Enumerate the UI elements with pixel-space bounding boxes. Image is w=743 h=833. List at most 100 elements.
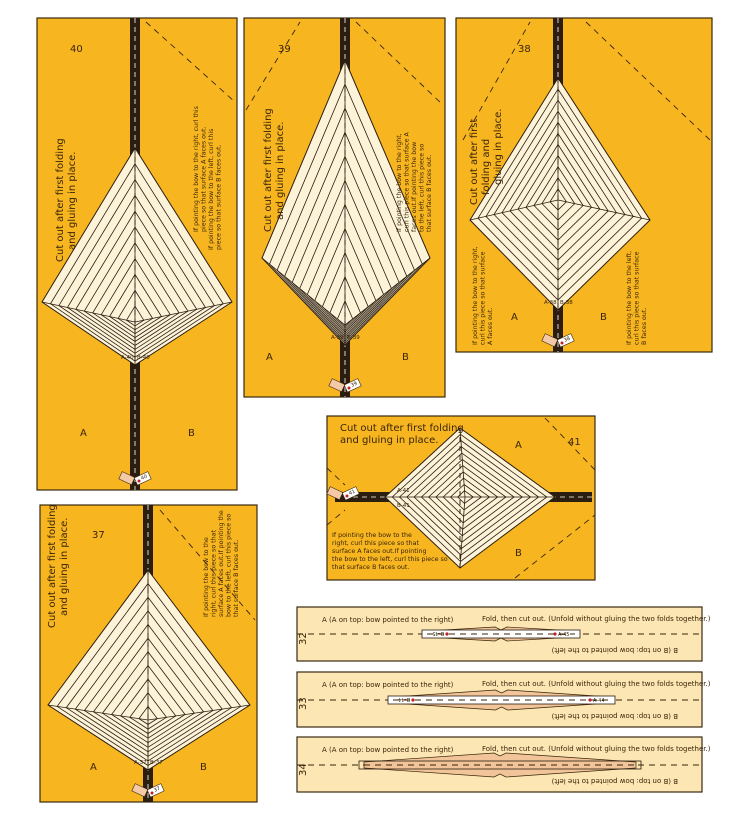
svg-text:right, curl this piece so that: right, curl this piece so that: [332, 540, 419, 547]
svg-text:the bow to the left, curl this: the bow to the left, curl this piece so: [332, 556, 448, 563]
tag-b: B-40: [137, 355, 150, 361]
glue-dot: [588, 698, 592, 702]
radial-line: [47, 704, 149, 721]
strip-fold-note: Fold, then cut out. (Unfold without glui…: [482, 680, 711, 688]
strip-32: A (A on top: bow pointed to the right) F…: [296, 606, 711, 662]
tab-label: 38: [563, 336, 571, 344]
strip-number: 32: [298, 632, 309, 645]
strip-34: A (A on top: bow pointed to the right) F…: [296, 736, 711, 793]
curl-instructions-b: If pointing the bow to the left, curl th…: [626, 251, 648, 345]
glue-tab: 39: [328, 378, 362, 393]
cut-guide-line: [159, 509, 256, 621]
glue-dot: [445, 632, 449, 636]
strip-fold-note: Fold, then cut out. (Unfold without glui…: [482, 745, 711, 753]
svg-text:If pointing the bow to the rig: If pointing the bow to the right,: [472, 246, 479, 345]
svg-text:and gluing in place.: and gluing in place.: [275, 122, 286, 220]
svg-text:Cut out after first folding: Cut out after first folding: [55, 138, 66, 262]
glue-tab: 40: [118, 471, 152, 486]
svg-text:Cut out after first folding: Cut out after first folding: [263, 108, 274, 232]
cut-box: [421, 629, 581, 639]
strip-top-label: A (A on top: bow pointed to the right): [322, 746, 454, 754]
svg-text:that surface B faces out.: that surface B faces out.: [332, 564, 409, 571]
radial-line: [469, 199, 559, 221]
glue-tab: 41: [326, 486, 360, 501]
cut-note-line-2: and gluing in place.: [340, 435, 438, 446]
tag-b: B-41: [397, 503, 410, 509]
curl-instructions-a: If pointing the bow to the right, curl t…: [472, 246, 494, 345]
tag-b: B-37: [150, 760, 163, 766]
radial-line: [134, 301, 233, 323]
piece-39: 39 A B Cut out after first folding and g…: [243, 17, 446, 398]
surface-a-label: A: [515, 440, 522, 451]
surface-b-label: B: [402, 352, 409, 363]
svg-text:and gluing in place.: and gluing in place.: [67, 152, 78, 250]
curl-instructions: If pointing the bow to the right, curl t…: [332, 532, 448, 571]
strip-number: 34: [298, 763, 309, 776]
svg-text:Cut out after first: Cut out after first: [469, 119, 480, 205]
svg-text:surface A faces out.If pointin: surface A faces out.If pointing the: [218, 510, 225, 617]
cut-note-line-1: Cut out after first folding: [340, 423, 464, 434]
tag-a: A-44: [593, 698, 604, 704]
svg-text:If pointing the bow to the: If pointing the bow to the: [332, 532, 412, 539]
svg-text:gluing in place.: gluing in place.: [493, 109, 504, 185]
cut-guide-line: [355, 21, 444, 106]
svg-text:curl this piece so that surfac: curl this piece so that surface: [634, 251, 641, 345]
svg-text:curl this piece so that surfac: curl this piece so that surface A: [404, 132, 411, 232]
radial-line: [147, 704, 251, 721]
svg-text:folding and: folding and: [481, 139, 492, 195]
svg-text:and gluing in place.: and gluing in place.: [59, 518, 70, 616]
cut-guide-line: [145, 21, 236, 103]
svg-text:that surface B faces out.: that surface B faces out.: [233, 540, 240, 617]
svg-text:surface A faces out.If pointin: surface A faces out.If pointing: [332, 548, 426, 555]
tag-a: A-38: [544, 300, 557, 306]
cut-note: Cut out after first folding and gluing i…: [47, 504, 70, 628]
curl-instructions: If pointing the bow to the right, curl t…: [396, 132, 433, 232]
piece-number: 38: [518, 44, 531, 55]
curl-instructions: If pointing the bow to the right, curl t…: [193, 106, 223, 250]
radial-line: [557, 199, 651, 221]
cut-guide-line: [514, 514, 596, 579]
piece-40: 40 A B Cut out after first folding and g…: [36, 17, 238, 491]
tag-b: B-39: [347, 335, 360, 341]
svg-text:bow to the left, curl this pie: bow to the left, curl this piece so: [226, 514, 233, 617]
svg-text:to the left, curl this piece s: to the left, curl this piece so: [419, 144, 426, 232]
glue-tab-a: [131, 783, 149, 798]
piece-number: 37: [92, 530, 105, 541]
tag-b: B-38: [560, 300, 573, 306]
piece-37: 37 A B Cut out after first folding and g…: [39, 504, 258, 803]
tag-a: A-39: [331, 335, 344, 341]
cut-guide-line: [462, 21, 531, 141]
strip-top-label: A (A on top: bow pointed to the right): [322, 616, 454, 624]
svg-text:If pointing the bow to the rig: If pointing the bow to the right,: [396, 133, 403, 232]
cut-note: Cut out after first folding and gluing i…: [469, 109, 504, 205]
svg-text:right, curl this piece so that: right, curl this piece so that: [211, 530, 218, 617]
tag-a: A-41: [397, 488, 410, 494]
radial-line: [41, 301, 136, 323]
strip-bottom-label: B (B on top: bow pointed to the left): [551, 646, 678, 654]
strip-fold-note: Fold, then cut out. (Unfold without glui…: [482, 615, 711, 623]
cut-note: Cut out after first folding and gluing i…: [55, 138, 78, 262]
glue-dot: [345, 494, 349, 498]
surface-a-label: A: [511, 312, 518, 323]
glue-dot: [150, 791, 154, 795]
svg-text:A faces out.: A faces out.: [487, 308, 494, 345]
glue-dot: [137, 479, 141, 483]
strip-bottom-label: B (B on top: bow pointed to the left): [551, 777, 678, 785]
strip-number: 33: [298, 697, 309, 710]
piece-number: 41: [568, 437, 581, 448]
surface-a-label: A: [90, 762, 97, 773]
tag-a: A-40: [121, 355, 134, 361]
tag-a: A-45: [558, 632, 569, 638]
tab-label: 41: [348, 489, 356, 497]
svg-text:piece so that surface B faces: piece so that surface B faces out.: [216, 145, 223, 251]
cut-box: [387, 695, 616, 705]
svg-text:If pointing the bow to the: If pointing the bow to the: [203, 537, 210, 617]
svg-text:that surface B faces out.: that surface B faces out.: [426, 155, 433, 232]
radial-line: [459, 496, 466, 569]
piece-38: 38 A B Cut out after first folding and g…: [455, 17, 713, 353]
svg-text:Cut out after first folding: Cut out after first folding: [47, 504, 58, 628]
tab-label: 37: [153, 786, 161, 794]
tag-a: A-37: [134, 760, 147, 766]
svg-text:If pointing the bow to the rig: If pointing the bow to the right, curl t…: [193, 106, 200, 232]
